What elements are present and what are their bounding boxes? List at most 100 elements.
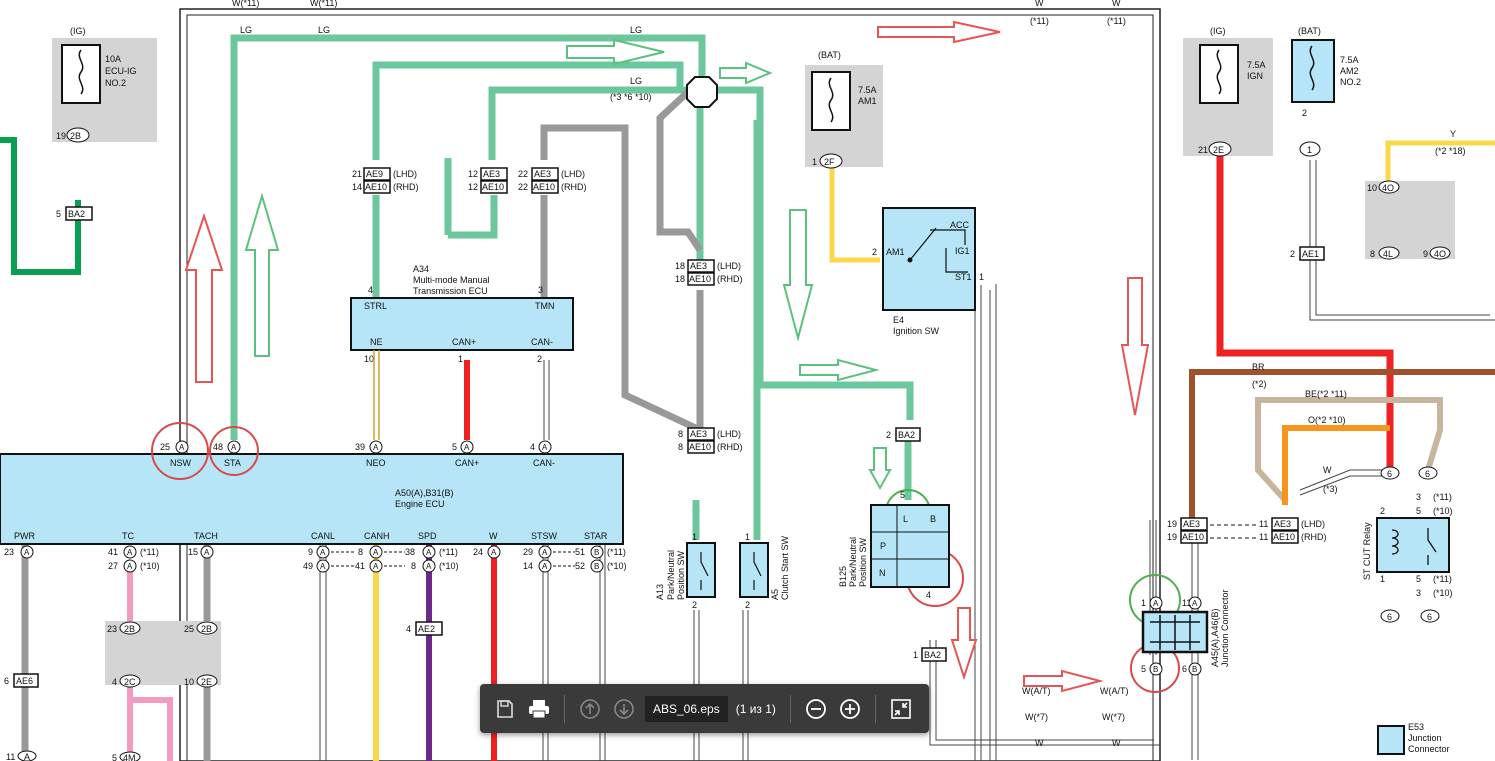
next-page-button[interactable] (609, 694, 639, 724)
wire-label: O(*2 *10) (1308, 415, 1346, 425)
prev-page-button[interactable] (575, 694, 605, 724)
file-name[interactable]: ABS_06.eps (645, 695, 728, 722)
svg-text:A: A (1153, 599, 1159, 608)
pin-label: 1 (812, 157, 817, 167)
conn-label: 2E (1213, 145, 1224, 155)
svg-text:(*10): (*10) (607, 561, 627, 571)
pin-label: 5 (56, 209, 61, 219)
wire-brown (1189, 369, 1495, 520)
svg-text:AE10: AE10 (1182, 532, 1204, 542)
svg-text:4: 4 (926, 590, 931, 600)
svg-text:2: 2 (537, 354, 542, 364)
zoom-out-button[interactable] (801, 694, 831, 724)
svg-text:A: A (373, 443, 379, 452)
svg-text:A: A (426, 548, 432, 557)
svg-text:29: 29 (523, 547, 533, 557)
wire-label: W(*11) (232, 0, 259, 8)
fit-button[interactable] (886, 694, 916, 724)
wire-label: BR (1252, 362, 1265, 372)
ignition-switch (882, 207, 976, 311)
svg-text:AE3: AE3 (690, 261, 707, 271)
svg-text:AE3: AE3 (1274, 519, 1291, 529)
fuse-label: 7.5A (858, 85, 877, 95)
b125-desc-2: Position SW (858, 537, 868, 587)
svg-text:AE3: AE3 (534, 169, 551, 179)
e53-label: E53 (1408, 722, 1424, 732)
flow-arrows (184, 20, 1150, 693)
connector-2e (1208, 141, 1232, 157)
svg-text:5: 5 (1141, 664, 1146, 674)
pin-st1: ST1 (955, 272, 972, 282)
wire-label: LG (630, 25, 642, 35)
print-button[interactable] (524, 694, 554, 724)
svg-text:(LHD): (LHD) (1301, 519, 1325, 529)
fuse-icon (1291, 39, 1335, 103)
svg-text:8: 8 (678, 442, 683, 452)
svg-text:(*11): (*11) (1433, 492, 1452, 502)
svg-text:3: 3 (538, 285, 543, 295)
svg-text:12: 12 (468, 169, 478, 179)
wire-label: LG (630, 76, 642, 86)
svg-text:CAN-: CAN- (533, 458, 555, 468)
svg-text:3: 3 (1416, 492, 1421, 502)
svg-text:8: 8 (411, 561, 416, 571)
a34-label: A34 (413, 264, 429, 274)
svg-text:6: 6 (1427, 612, 1432, 622)
pin-spd: SPD (418, 531, 437, 541)
prev-page-icon (580, 698, 600, 719)
svg-text:AE10: AE10 (482, 182, 504, 192)
svg-text:(*11): (*11) (1433, 574, 1452, 584)
fuse-label: 10A (105, 54, 121, 64)
svg-text:(*3): (*3) (1323, 484, 1338, 494)
svg-text:(LHD): (LHD) (561, 169, 585, 179)
zoom-in-button[interactable] (835, 694, 865, 724)
connector-ba2 (65, 206, 93, 221)
outer-wires (179, 8, 1161, 761)
svg-text:2: 2 (745, 600, 750, 610)
jc-desc-2: Junction Connector (1220, 589, 1230, 667)
svg-text:1: 1 (913, 650, 918, 660)
wire-green (0, 137, 81, 275)
a5-label: A5 (770, 589, 780, 600)
pin-w: W (489, 531, 498, 541)
a34-ecu (350, 297, 574, 351)
fuse-label: 7.5A (1247, 60, 1266, 70)
save-button[interactable] (490, 694, 520, 724)
b125-label: B125 (838, 566, 848, 587)
pin-tmn: TMN (535, 301, 555, 311)
svg-text:A: A (464, 443, 470, 452)
svg-text:6: 6 (1425, 469, 1430, 479)
ecu-name-2: Engine ECU (395, 499, 445, 509)
svg-text:1: 1 (692, 532, 697, 542)
pin-ne: NE (370, 337, 383, 347)
page-info: (1 из 1) (735, 701, 776, 716)
pin-nsw: NSW (170, 458, 192, 468)
svg-text:B: B (594, 548, 599, 557)
svg-text:6: 6 (1182, 664, 1187, 674)
svg-text:A: A (320, 562, 326, 571)
fuse-label-2: AM2 (1340, 66, 1359, 76)
e53-desc-2: Connector (1408, 744, 1450, 754)
svg-text:23: 23 (107, 624, 117, 634)
svg-text:AE10: AE10 (533, 182, 555, 192)
svg-text:4: 4 (406, 624, 411, 634)
fuse-label-2: ECU-IG (105, 66, 137, 76)
svg-text:11: 11 (6, 752, 15, 761)
svg-text:AE3: AE3 (1183, 519, 1200, 529)
svg-text:(LHD): (LHD) (717, 261, 741, 271)
svg-text:2: 2 (872, 247, 877, 257)
svg-text:19: 19 (1167, 519, 1177, 529)
fuse-label-2: IGN (1247, 71, 1263, 81)
svg-text:(*10): (*10) (1433, 506, 1453, 516)
svg-text:19: 19 (1167, 532, 1177, 542)
a5-desc: Clutch Start SW (780, 535, 790, 600)
svg-text:51: 51 (575, 547, 585, 557)
save-icon (497, 699, 513, 718)
a13-desc: Park/Neutral (666, 550, 676, 600)
pin-sta: STA (224, 458, 241, 468)
wire-label: (*11) (1107, 16, 1126, 26)
svg-text:15: 15 (188, 547, 198, 557)
svg-text:A: A (426, 562, 432, 571)
wire-label: Y (1450, 129, 1456, 139)
wire-label: W (1112, 0, 1121, 8)
